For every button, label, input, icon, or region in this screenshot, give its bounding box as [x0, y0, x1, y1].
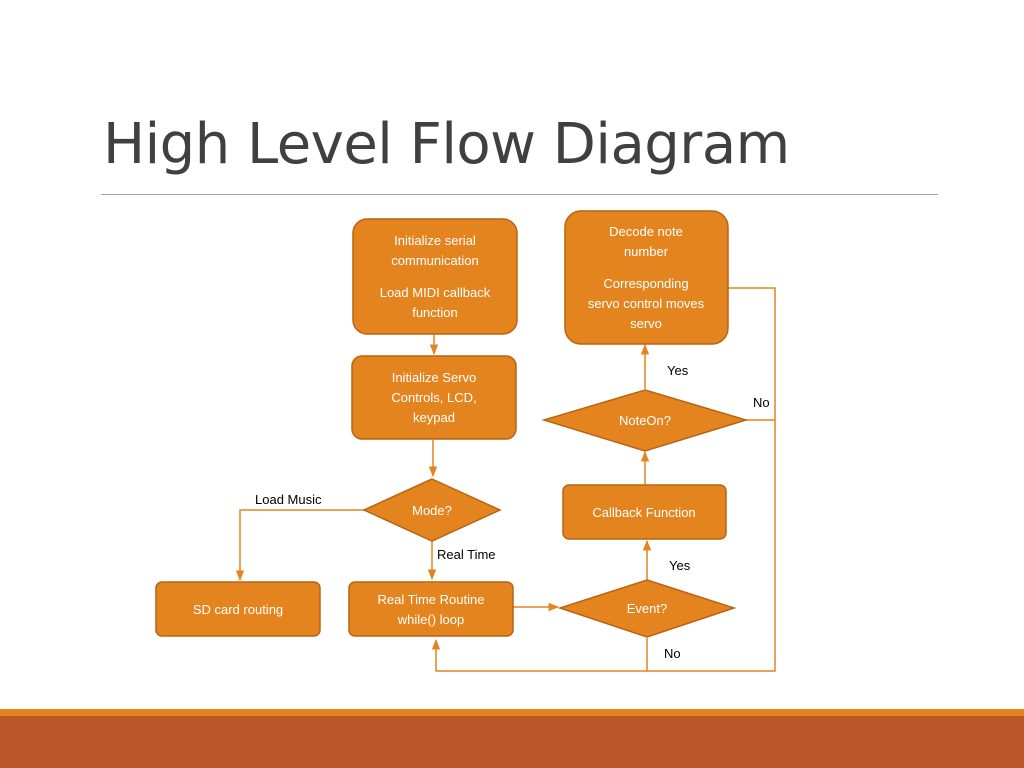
node-mode-label: Mode?: [412, 503, 452, 518]
edge-label-real-time: Real Time: [437, 547, 496, 562]
node-init-serial-line2: communication: [391, 253, 478, 268]
accent-band: [0, 709, 1024, 716]
connector-decode-to-loop-return: [647, 287, 776, 672]
node-callback: Callback Function: [562, 484, 727, 540]
node-sd-card: SD card routing: [155, 581, 321, 637]
edge-label-noteon-no: No: [753, 395, 770, 410]
node-real-time-routine-line2: while() loop: [397, 612, 464, 627]
node-decode-line5: servo: [630, 316, 662, 331]
footer-band: [0, 716, 1024, 768]
node-init-serial-line4: function: [412, 305, 458, 320]
node-sd-card-label: SD card routing: [193, 602, 283, 617]
edge-label-event-no: No: [664, 646, 681, 661]
node-event-decision: Event?: [557, 579, 737, 638]
edge-label-load-music: Load Music: [255, 492, 322, 507]
node-decode-line2: number: [624, 244, 669, 259]
title-divider: [101, 194, 938, 195]
node-mode-decision: Mode?: [362, 478, 502, 542]
slide-title: High Level Flow Diagram: [103, 112, 790, 177]
node-noteon-decision: NoteOn?: [541, 389, 749, 452]
edge-labels: Load Music Real Time Yes No Yes No: [255, 363, 770, 661]
connectors: [235, 287, 776, 672]
edge-label-noteon-yes: Yes: [667, 363, 689, 378]
node-decode: Decode note number Corresponding servo c…: [564, 210, 729, 345]
node-callback-label: Callback Function: [592, 505, 695, 520]
connector-mode-to-sd-card: [235, 509, 365, 582]
node-init-serial: Initialize serial communication Load MID…: [352, 218, 518, 335]
node-decode-line4: servo control moves: [588, 296, 705, 311]
node-init-servo-line2: Controls, LCD,: [391, 390, 476, 405]
node-init-servo: Initialize Servo Controls, LCD, keypad: [351, 355, 517, 440]
node-init-servo-line1: Initialize Servo: [392, 370, 477, 385]
node-real-time-routine-line1: Real Time Routine: [378, 592, 485, 607]
node-real-time-routine: Real Time Routine while() loop: [348, 581, 514, 637]
node-event-label: Event?: [627, 601, 667, 616]
edge-label-event-yes: Yes: [669, 558, 691, 573]
node-decode-line3: Corresponding: [603, 276, 688, 291]
node-decode-line1: Decode note: [609, 224, 683, 239]
node-init-servo-line3: keypad: [413, 410, 455, 425]
node-noteon-label: NoteOn?: [619, 413, 671, 428]
node-init-serial-line1: Initialize serial: [394, 233, 476, 248]
connector-event-no-back-to-routine: [431, 638, 648, 672]
node-init-serial-line3: Load MIDI callback: [380, 285, 491, 300]
